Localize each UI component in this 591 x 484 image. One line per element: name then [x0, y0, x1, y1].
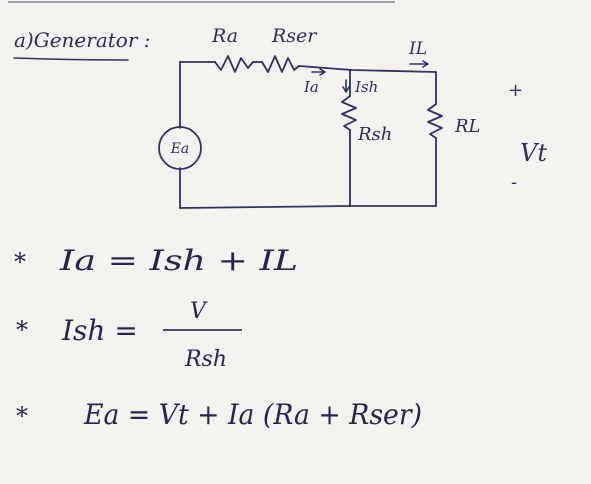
resistor-rsh	[341, 95, 357, 131]
label-ia: Ia	[303, 78, 319, 96]
label-rsh: Rsh	[357, 124, 392, 145]
eq1-text: Ia = Ish + IL	[59, 244, 298, 277]
label-rser: Rser	[271, 25, 318, 47]
heading: a)Generator :	[13, 28, 150, 61]
label-ish: Ish	[354, 78, 378, 96]
ia-arrow	[311, 68, 326, 76]
il-arrow	[409, 60, 429, 68]
terminal-voltage: Vt	[520, 139, 547, 167]
equation-3: * Ea = Vt + Ia (Ra + Rser)	[16, 398, 422, 431]
label-rl: RL	[454, 116, 481, 137]
ish-arrow	[342, 79, 350, 93]
source-ea-circle	[158, 126, 202, 170]
eq1-bullet: *	[14, 248, 26, 276]
wire-left-top	[179, 61, 216, 129]
eq3-text: Ea = Vt + Ia (Ra + Rser)	[83, 398, 422, 431]
heading-text: a)Generator :	[14, 28, 150, 52]
resistor-rser	[261, 55, 300, 73]
eq2-bullet: *	[16, 316, 28, 344]
resistor-ra	[214, 55, 254, 73]
terminal-minus: -	[511, 172, 517, 193]
heading-underline	[13, 57, 129, 61]
resistor-rl	[427, 103, 443, 139]
equation-1: * Ia = Ish + IL	[14, 244, 298, 277]
circuit-diagram: Ea Ra Rser Rsh RL Ia Ish IL + Vt -	[158, 25, 547, 209]
terminal-plus: +	[508, 80, 523, 101]
source-ea-label: Ea	[170, 141, 190, 157]
label-il: IL	[408, 39, 427, 59]
wire-bottom	[179, 205, 437, 209]
eq2-numerator: V	[190, 299, 208, 324]
equation-2: * Ish = V Rsh	[16, 299, 242, 372]
eq2-lhs: Ish =	[61, 314, 138, 347]
label-ra: Ra	[211, 25, 238, 47]
wire-top-right	[298, 65, 437, 73]
eq3-bullet: *	[16, 402, 28, 430]
eq2-denominator: Rsh	[184, 347, 227, 372]
